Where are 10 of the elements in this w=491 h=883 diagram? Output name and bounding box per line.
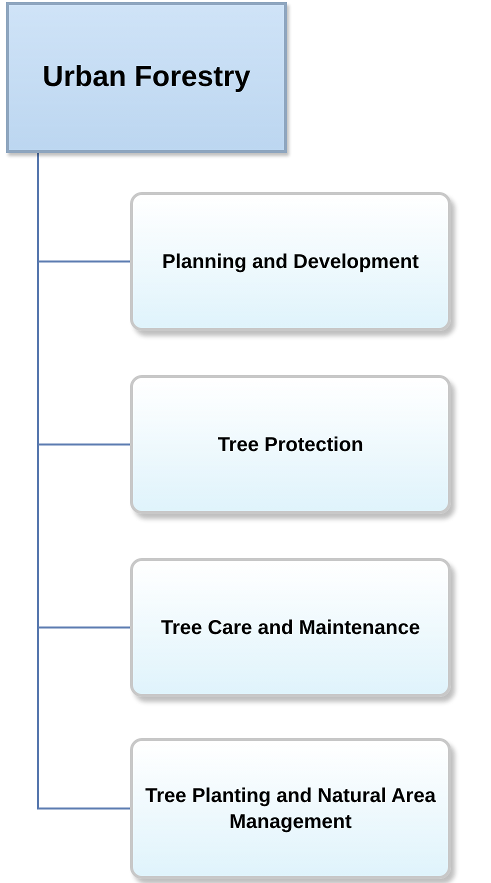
root-title: Urban Forestry (42, 61, 250, 94)
category-box (130, 375, 451, 514)
category-label: Tree Planting and Natural Area Management (144, 784, 437, 834)
category-label: Planning and Development (161, 250, 420, 274)
category-label: Tree Protection (216, 432, 364, 458)
category-box (130, 738, 451, 879)
category-box (130, 192, 451, 331)
category-label: Tree Care and Maintenance (160, 616, 421, 640)
root-box (6, 2, 287, 153)
category-box (130, 558, 451, 697)
